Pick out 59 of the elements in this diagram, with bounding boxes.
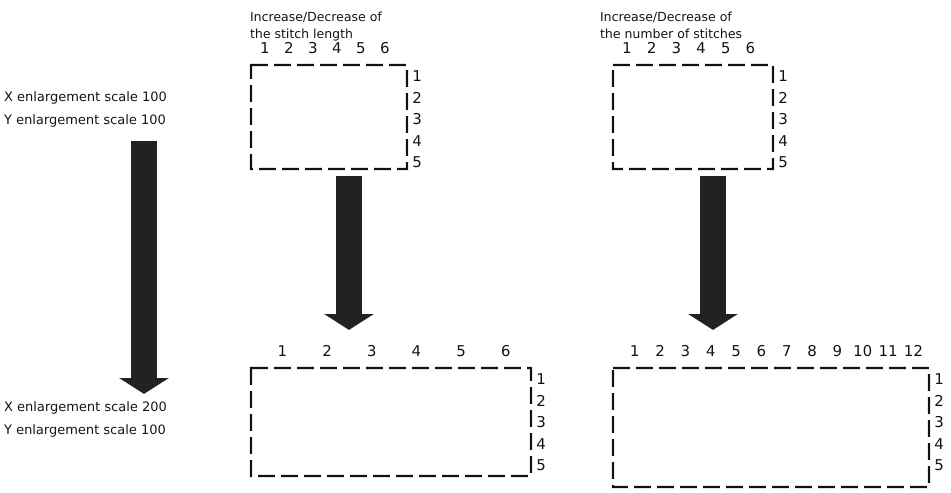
column-number: 6 bbox=[746, 40, 756, 56]
column-number: 2 bbox=[655, 343, 665, 359]
column-number: 2 bbox=[284, 40, 294, 56]
block-arrow bbox=[119, 141, 169, 394]
column-number: 6 bbox=[380, 40, 390, 56]
column-number: 1 bbox=[630, 343, 640, 359]
row-number: 1 bbox=[934, 371, 944, 387]
column-number: 4 bbox=[412, 343, 422, 359]
column-number: 3 bbox=[308, 40, 318, 56]
row-number: 1 bbox=[536, 371, 546, 387]
column-number: 1 bbox=[260, 40, 270, 56]
column-number: 2 bbox=[322, 343, 332, 359]
column-number: 8 bbox=[807, 343, 817, 359]
column-number: 3 bbox=[672, 40, 682, 56]
row-number: 4 bbox=[412, 132, 422, 148]
column-number: 2 bbox=[646, 40, 656, 56]
scale-setting: X enlargement scale 200 bbox=[4, 400, 167, 415]
column-number: 4 bbox=[696, 40, 706, 56]
block-arrow bbox=[688, 176, 738, 330]
column-number: 5 bbox=[456, 343, 466, 359]
column-number: 11 bbox=[878, 343, 898, 359]
row-number: 3 bbox=[412, 111, 422, 127]
row-number: 5 bbox=[934, 457, 944, 473]
column-number: 6 bbox=[756, 343, 766, 359]
row-number: 2 bbox=[536, 392, 546, 408]
heading: Increase/Decrease of the number of stitches bbox=[600, 8, 744, 42]
column-number: 3 bbox=[680, 343, 690, 359]
row-number: 5 bbox=[536, 457, 546, 473]
column-number: 4 bbox=[706, 343, 716, 359]
column-number: 6 bbox=[500, 343, 510, 359]
column-number: 4 bbox=[332, 40, 342, 56]
row-number: 2 bbox=[778, 90, 788, 106]
row-number: 3 bbox=[934, 414, 944, 430]
row-number: 2 bbox=[412, 90, 422, 106]
scale-setting: X enlargement scale 100 bbox=[4, 90, 167, 105]
row-number: 3 bbox=[778, 111, 788, 127]
row-number: 2 bbox=[934, 392, 944, 408]
row-number: 3 bbox=[536, 414, 546, 430]
column-number: 10 bbox=[853, 343, 872, 359]
column-number: 3 bbox=[366, 343, 376, 359]
scale-setting: Y enlargement scale 100 bbox=[4, 423, 166, 438]
block-arrow bbox=[324, 176, 374, 330]
column-number: 5 bbox=[356, 40, 366, 56]
column-number: 1 bbox=[278, 343, 288, 359]
row-number: 1 bbox=[778, 68, 788, 84]
column-number: 9 bbox=[832, 343, 842, 359]
row-number: 5 bbox=[778, 154, 788, 170]
row-number: 4 bbox=[778, 132, 788, 148]
column-number: 5 bbox=[731, 343, 741, 359]
heading: Increase/Decrease of the stitch length bbox=[250, 8, 383, 42]
column-number: 12 bbox=[904, 343, 923, 359]
column-number: 7 bbox=[782, 343, 792, 359]
row-number: 4 bbox=[934, 436, 944, 452]
row-number: 5 bbox=[412, 154, 422, 170]
column-number: 1 bbox=[622, 40, 632, 56]
row-number: 1 bbox=[412, 68, 422, 84]
scale-setting: Y enlargement scale 100 bbox=[4, 113, 166, 128]
row-number: 4 bbox=[536, 436, 546, 452]
column-number: 5 bbox=[720, 40, 730, 56]
